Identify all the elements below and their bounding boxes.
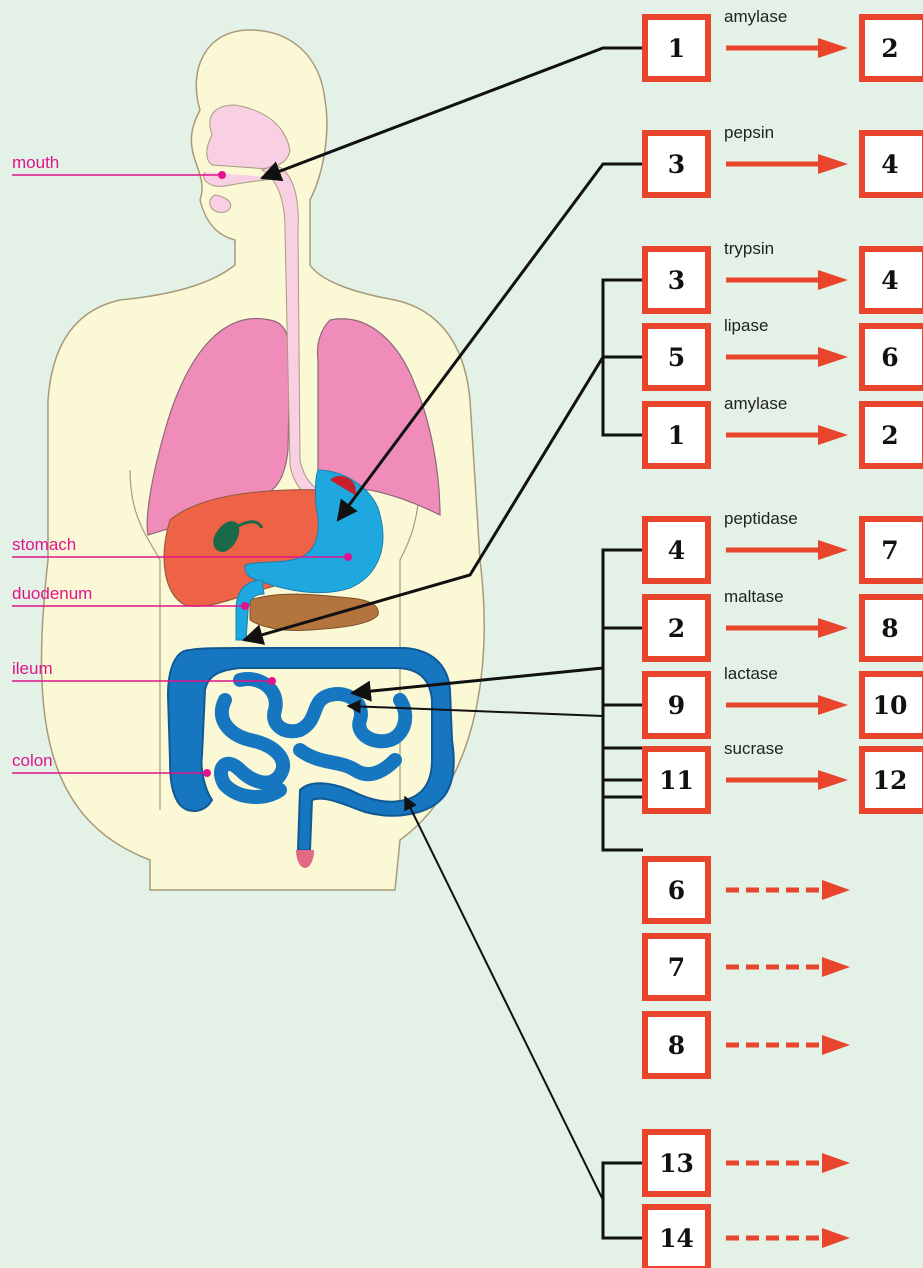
reaction-row: 11 sucrase 12 — [645, 739, 923, 811]
solid-arrow-head — [818, 38, 848, 58]
reaction-row: 3 trypsin 4 — [645, 239, 923, 311]
solid-arrow-head — [818, 618, 848, 638]
label-ileum: ileum — [12, 659, 53, 678]
dashed-arrow-head — [822, 880, 850, 900]
enzyme-label: maltase — [724, 587, 784, 606]
right-number: 10 — [873, 691, 908, 720]
dashed-arrow-head — [822, 1153, 850, 1173]
reaction-row: 1 amylase 2 — [645, 394, 923, 466]
right-number: 4 — [881, 150, 898, 179]
left-number: 1 — [668, 34, 685, 63]
left-number: 14 — [659, 1224, 694, 1253]
reaction-row: 13 — [645, 1132, 850, 1194]
left-number: 6 — [668, 876, 685, 905]
reaction-row: 3 pepsin 4 — [645, 123, 923, 195]
left-number: 4 — [668, 536, 685, 565]
reaction-row: 1 amylase 2 — [645, 7, 923, 79]
right-number: 8 — [881, 614, 898, 643]
enzyme-label: peptidase — [724, 509, 798, 528]
left-number: 13 — [659, 1149, 694, 1178]
enzyme-label: amylase — [724, 7, 787, 26]
solid-arrow-head — [818, 425, 848, 445]
right-number: 12 — [873, 766, 908, 795]
left-number: 7 — [668, 953, 685, 982]
right-number: 2 — [881, 421, 898, 450]
solid-arrow-head — [818, 270, 848, 290]
right-number: 6 — [881, 343, 898, 372]
reaction-row: 9 lactase 10 — [645, 664, 923, 736]
reaction-row: 4 peptidase 7 — [645, 509, 923, 581]
label-colon: colon — [12, 751, 53, 770]
reaction-row: 6 — [645, 859, 850, 921]
left-number: 3 — [668, 150, 685, 179]
reaction-row: 5 lipase 6 — [645, 316, 923, 388]
left-number: 2 — [668, 614, 685, 643]
right-number: 7 — [881, 536, 898, 565]
left-number: 9 — [668, 691, 685, 720]
reaction-row: 7 — [645, 936, 850, 998]
reaction-row: 14 — [645, 1207, 850, 1268]
enzyme-label: pepsin — [724, 123, 774, 142]
solid-arrow-head — [818, 770, 848, 790]
enzyme-label: amylase — [724, 394, 787, 413]
left-number: 5 — [668, 343, 685, 372]
label-mouth: mouth — [12, 153, 59, 172]
left-number: 11 — [659, 766, 694, 795]
left-number: 8 — [668, 1031, 685, 1060]
reaction-row: 8 — [645, 1014, 850, 1076]
reaction-row: 2 maltase 8 — [645, 587, 923, 659]
enzyme-label: trypsin — [724, 239, 774, 258]
dashed-arrow-head — [822, 1035, 850, 1055]
right-number: 2 — [881, 34, 898, 63]
dashed-arrow-head — [822, 1228, 850, 1248]
solid-arrow-head — [818, 347, 848, 367]
solid-arrow-head — [818, 695, 848, 715]
right-number: 4 — [881, 266, 898, 295]
solid-arrow-head — [818, 154, 848, 174]
enzyme-label: lipase — [724, 316, 768, 335]
left-number: 3 — [668, 266, 685, 295]
enzyme-label: sucrase — [724, 739, 784, 758]
enzyme-label: lactase — [724, 664, 778, 683]
label-duodenum: duodenum — [12, 584, 92, 603]
label-stomach: stomach — [12, 535, 76, 554]
left-number: 1 — [668, 421, 685, 450]
reaction-rows: 1 amylase 2 3 pepsin 4 3 trypsin 4 5 lipase 6 1 amyla… — [645, 7, 923, 1268]
dashed-arrow-head — [822, 957, 850, 977]
solid-arrow-head — [818, 540, 848, 560]
